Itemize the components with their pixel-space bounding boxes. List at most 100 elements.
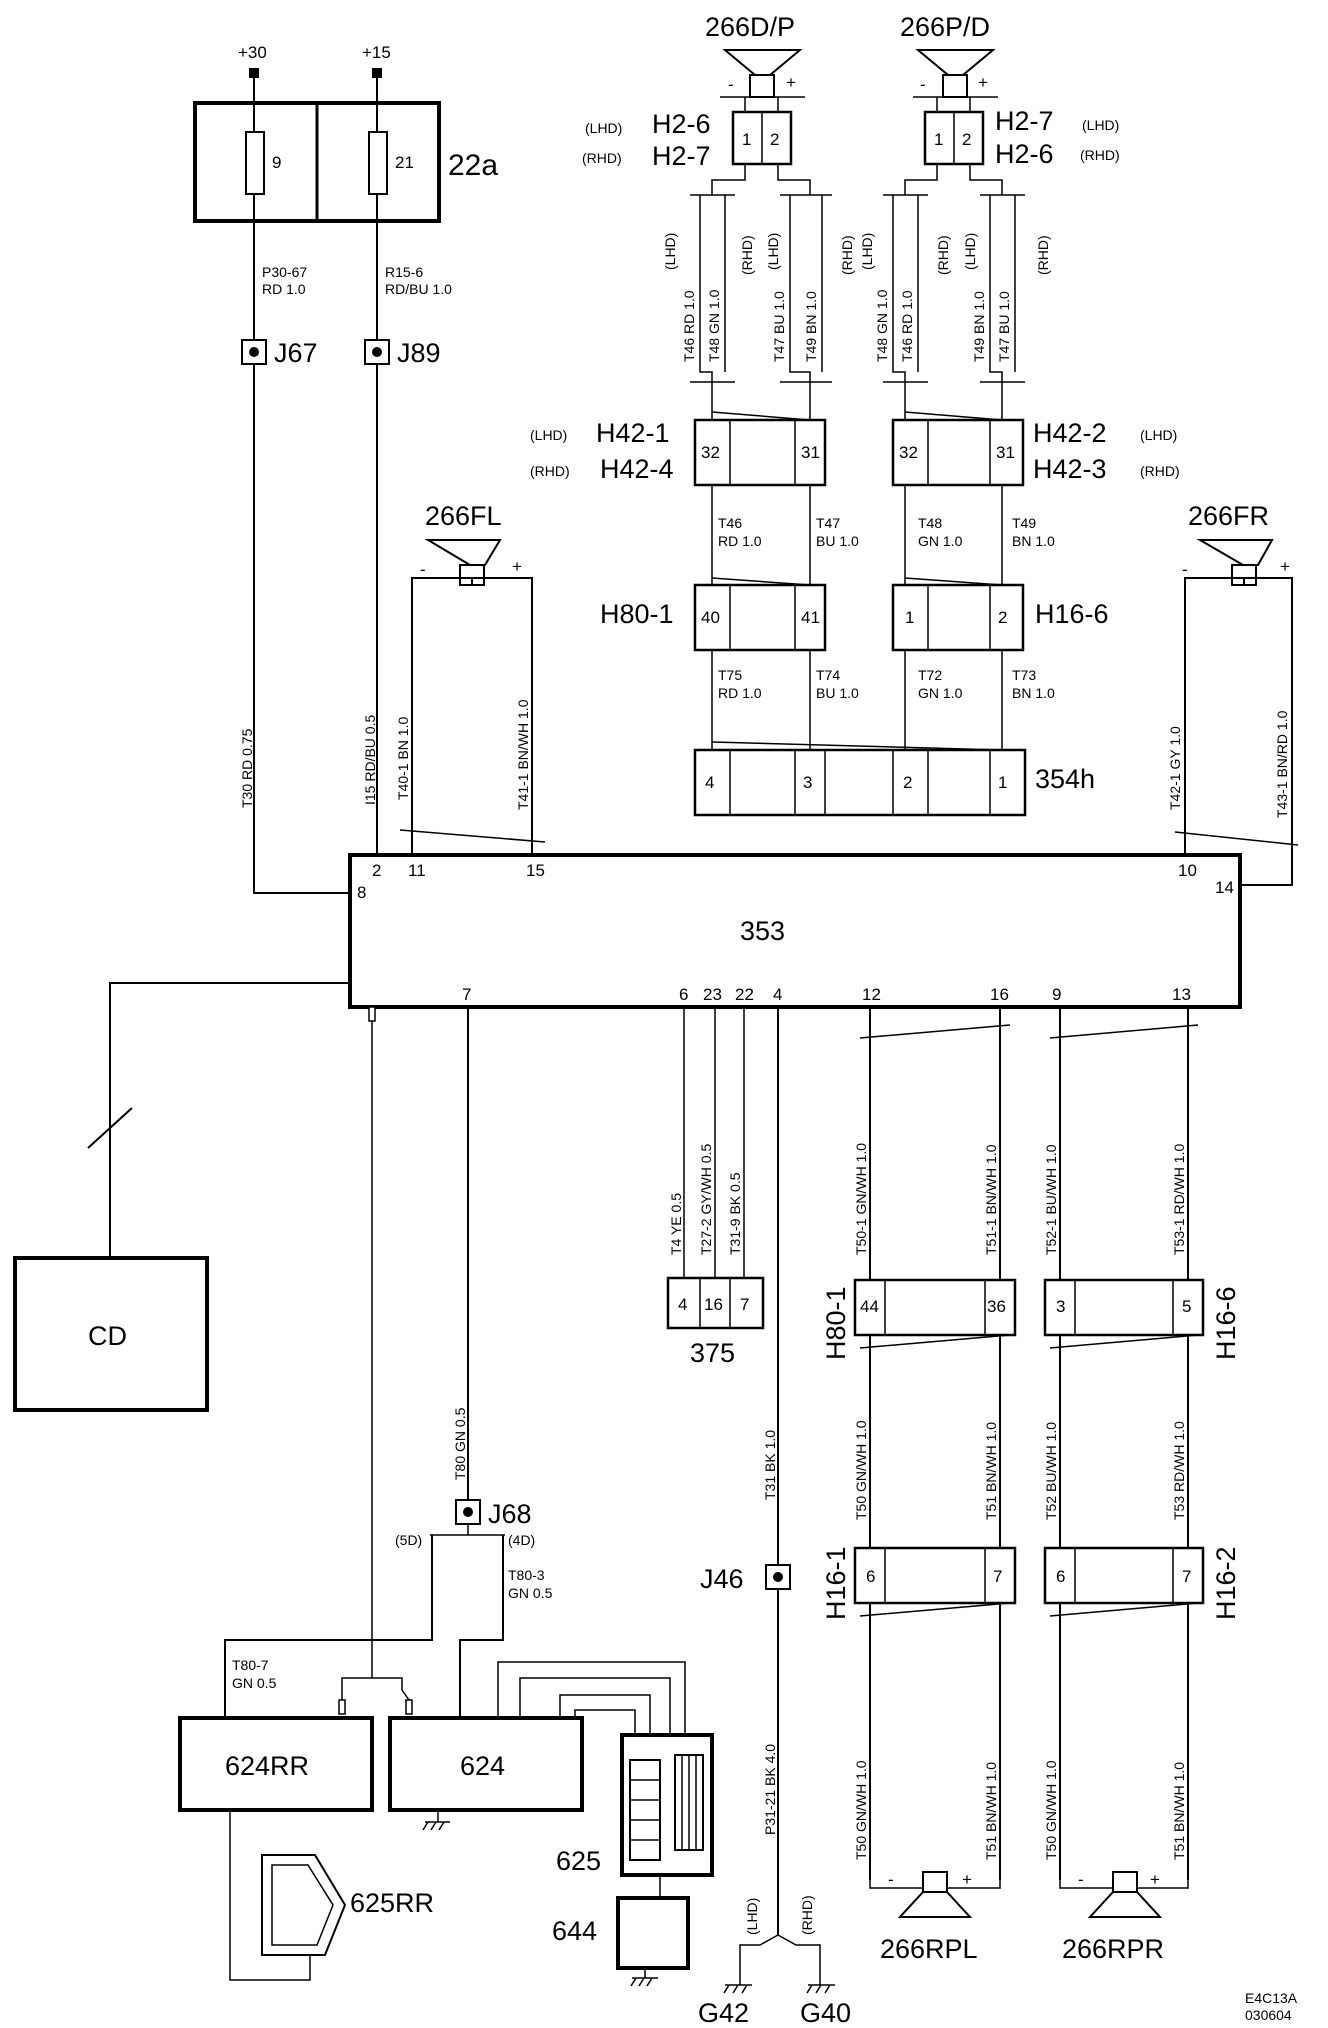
junction-j89-label: J89: [397, 338, 441, 368]
connector-h42-4-label: H42-4: [600, 454, 674, 484]
junction-j68-label: J68: [488, 1499, 532, 1529]
label-4d: (4D): [508, 1532, 535, 1548]
h162-pin6: 6: [1056, 1567, 1065, 1586]
component-624rr-label: 624RR: [225, 1751, 309, 1781]
h42a-pin32: 32: [701, 443, 720, 462]
component-624rr-box: [178, 1716, 374, 1812]
speaker-rear-right: - + 266RPR: [1059, 1870, 1189, 1964]
connector-354h-box: [693, 748, 1027, 817]
wire-p30-67-spec: RD 1.0: [262, 281, 306, 297]
wire-m8a: T73: [1012, 667, 1036, 683]
wire-t80-7b: GN 0.5: [232, 1675, 277, 1691]
wire-t27-label: T27-2 GY/WH 0.5: [698, 1144, 714, 1255]
h42-to-h80-wiring: T46 RD 1.0 T47 BU 1.0 T48 GN 1.0 T49 BN …: [711, 485, 1055, 585]
connector-h2-6-label: H2-6: [652, 109, 711, 139]
pin-14: 14: [1215, 878, 1234, 897]
wire-m5b: RD 1.0: [718, 685, 762, 701]
speaker-266rpr-label: 266RPR: [1062, 1934, 1164, 1964]
wire-t80-label: T80 GN 0.5: [452, 1407, 468, 1480]
speaker-front-left: 266FL - + T40-1 BN 1.0 T41-1 BN/WH 1.0: [395, 501, 546, 857]
wire-t80-3a: T80-3: [508, 1567, 545, 1583]
wire-m4b: BN 1.0: [1012, 533, 1055, 549]
h42a-pin31: 31: [801, 443, 820, 462]
h42a-lhd: (LHD): [530, 427, 567, 443]
unit-353-box: [348, 853, 1242, 1009]
speaker-266rpl-minus: -: [888, 1870, 894, 1889]
speaker-266fl-label: 266FL: [425, 501, 502, 531]
junction-j67-label: J67: [274, 338, 318, 368]
c375-pin4: 4: [678, 1295, 687, 1314]
pin-2: 2: [372, 861, 381, 880]
connector-h2-right: 1 2 H2-7 H2-6 (LHD) (RHD): [923, 97, 1120, 169]
connector-375: T4 YE 0.5 T27-2 GY/WH 0.5 T31-9 BK 0.5 4…: [666, 1007, 765, 1368]
pin-8: 8: [357, 883, 366, 902]
wire-r15-6-name: R15-6: [385, 264, 423, 280]
wire-t53-1-label: T53-1 RD/WH 1.0: [1171, 1144, 1187, 1255]
lbl-lhd-3: (LHD): [859, 233, 875, 270]
wire-t46-rd-b: T46 RD 1.0: [899, 290, 915, 362]
connector-h80-1-label: H80-1: [600, 599, 674, 629]
wire-t41-label: T41-1 BN/WH 1.0: [515, 699, 531, 810]
wire-t30-label: T30 RD 0.75: [239, 728, 255, 808]
pin7-branch: T80 GN 0.5 J68 (5D) (4D) T80-3 GN 0.5 T8…: [224, 1007, 553, 1718]
ground-g40-icon: [806, 1984, 835, 1994]
wire-t40-label: T40-1 BN 1.0: [395, 717, 411, 800]
h162-pin7: 7: [1182, 1567, 1191, 1586]
h2b-pin2: 2: [962, 130, 971, 149]
wire-m8b: BN 1.0: [1012, 685, 1055, 701]
lbl-rhd-3: (RHD): [935, 235, 951, 275]
wire-t52-label: T52 BU/WH 1.0: [1043, 1422, 1059, 1520]
connector-375-box: [666, 1276, 765, 1330]
lbl-rhd-4: (RHD): [1035, 235, 1051, 275]
speaker-266dp-icon: [722, 49, 803, 76]
connector-h80-upper: H80-1 40 41: [600, 577, 827, 652]
connector-h42-2-label: H42-2: [1033, 418, 1107, 448]
wire-m3b: GN 1.0: [918, 533, 963, 549]
connector-h42-left: (LHD) (RHD) H42-1 H42-4 32 31: [530, 411, 827, 487]
wire-m7b: GN 1.0: [918, 685, 963, 701]
pin-9: 9: [1052, 985, 1061, 1004]
connector-h16-6b-label: H16-6: [1211, 1286, 1241, 1360]
wire-m5a: T75: [718, 667, 742, 683]
wire-t47-bu: T47 BU 1.0: [771, 291, 787, 362]
speaker-266dp-label: 266D/P: [705, 12, 795, 42]
pin-11: 11: [408, 861, 426, 880]
label-5d: (5D): [395, 1532, 422, 1548]
fuse-9-label: 9: [272, 153, 281, 172]
connector-h16-upper: 1 2 H16-6: [891, 577, 1109, 652]
wire-t48-gn-b: T48 GN 1.0: [874, 289, 890, 362]
pin-4: 4: [773, 985, 782, 1004]
terminal-30: [249, 68, 259, 78]
speaker-266rpl-label: 266RPL: [880, 1934, 978, 1964]
connector-h16-lower-box: [1043, 1278, 1205, 1337]
h42b-lhd: (LHD): [1140, 427, 1177, 443]
c354-pin3: 3: [803, 773, 812, 792]
component-625rr-label: 625RR: [350, 1888, 434, 1918]
speaker-rear-left: - + 266RPL: [869, 1870, 1001, 1964]
wire-r15-6-spec: RD/BU 1.0: [385, 281, 452, 297]
wire-t49-bn-b: T49 BN 1.0: [971, 291, 987, 362]
speaker-266rpr-minus: -: [1078, 1870, 1084, 1889]
speaker-266fl-plus: +: [512, 557, 522, 576]
wire-m1a: T46: [718, 515, 742, 531]
wire-t51c-label: T51 BN/WH 1.0: [1171, 1762, 1187, 1860]
h2a-lhd: (LHD): [585, 120, 622, 136]
c375-pin7: 7: [740, 1295, 749, 1314]
h80-pin41: 41: [801, 608, 820, 627]
footer: E4C13A 030604: [1245, 1990, 1298, 2023]
speaker-top-right: 266P/D - +: [900, 12, 998, 98]
h16b-pin5: 5: [1182, 1297, 1191, 1316]
h80-pin40: 40: [701, 608, 720, 627]
wire-t31-label: T31 BK 1.0: [762, 1430, 778, 1500]
speaker-266pd-plus: +: [978, 73, 988, 92]
connector-h2-6b-label: H2-6: [995, 139, 1054, 169]
wire-t50b-label: T50 GN/WH 1.0: [853, 1760, 869, 1860]
junction-j46-label: J46: [700, 1564, 744, 1594]
wire-t52-1-label: T52-1 BU/WH 1.0: [1043, 1144, 1059, 1255]
wire-m2a: T47: [816, 515, 840, 531]
h42a-rhd: (RHD): [530, 463, 570, 479]
ground-624-icon: [422, 1810, 450, 1831]
fuse-21-label: 21: [395, 153, 414, 172]
wire-m7a: T72: [918, 667, 942, 683]
